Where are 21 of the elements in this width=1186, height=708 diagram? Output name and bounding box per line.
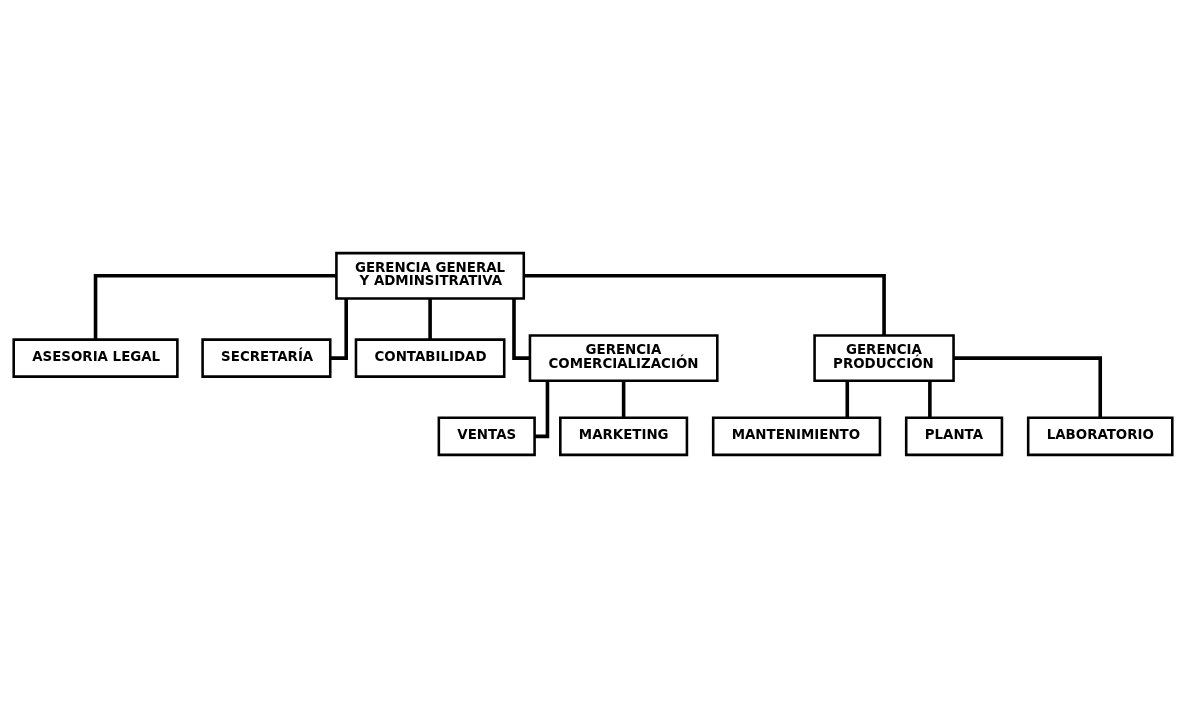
node-box: LABORATORIO (1026, 416, 1174, 457)
node-box: MANTENIMIENTO (711, 416, 882, 457)
node-box: ASESORIA LEGAL (12, 338, 179, 378)
connector (845, 381, 850, 418)
connector (534, 381, 550, 439)
connector (523, 273, 886, 336)
node-box: GERENCIA GENERAL Y ADMINSITRATIVA (335, 251, 526, 300)
connector (621, 381, 626, 418)
connector (330, 298, 348, 360)
node-box: VENTAS (437, 416, 536, 457)
node-box: MARKETING (559, 416, 689, 457)
node-box: CONTABILIDAD (354, 338, 506, 378)
connector (953, 356, 1103, 418)
node-box: GERENCIA PRODUCCIÓN (813, 334, 955, 383)
connector (428, 298, 432, 340)
node-box: SECRETARÍA (201, 338, 332, 378)
node-box: GERENCIA COMERCIALIZACIÓN (528, 334, 719, 383)
connector (512, 298, 530, 360)
connector (93, 273, 336, 340)
connector (928, 381, 932, 418)
node-box: PLANTA (904, 416, 1004, 457)
